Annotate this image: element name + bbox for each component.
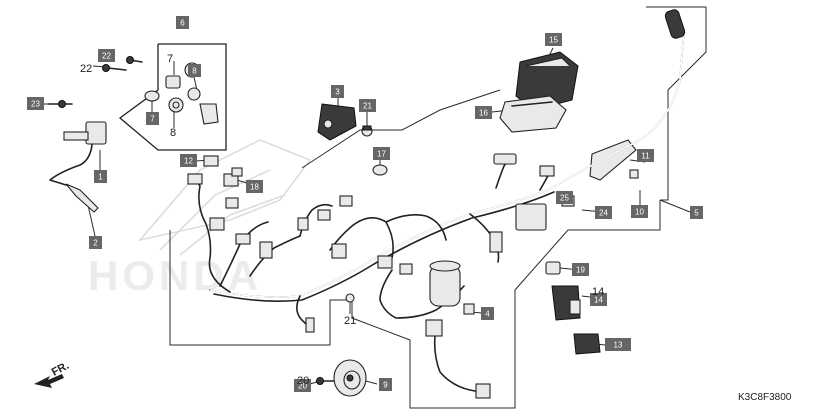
svg-text:10: 10 — [635, 208, 644, 217]
label-8: 8 — [170, 127, 176, 139]
svg-text:19: 19 — [576, 266, 585, 275]
horn-9 — [333, 359, 367, 397]
callout-22: 22 — [98, 49, 115, 62]
svg-text:4: 4 — [485, 310, 490, 319]
label-22: 22 — [80, 63, 92, 75]
callout-2: 2 — [89, 236, 102, 249]
svg-text:23: 23 — [31, 100, 40, 109]
callout-19: 19 — [572, 263, 589, 276]
bolt-23 — [47, 100, 73, 108]
svg-text:14: 14 — [594, 296, 603, 305]
clip-18 — [223, 167, 243, 187]
svg-text:5: 5 — [694, 209, 699, 218]
clip-12 — [203, 155, 219, 167]
bolt-21-top — [361, 125, 373, 137]
relay-14 — [551, 285, 581, 321]
ecu-holder-16 — [499, 95, 567, 133]
label-21: 21 — [344, 315, 356, 327]
svg-text:2: 2 — [93, 239, 98, 248]
main-wire-harness — [187, 9, 686, 399]
svg-text:12: 12 — [184, 157, 193, 166]
svg-text:20: 20 — [298, 382, 307, 391]
svg-text:3: 3 — [335, 88, 340, 97]
connector-19 — [545, 261, 561, 275]
callout-14: 14 — [590, 293, 607, 306]
svg-text:18: 18 — [250, 183, 259, 192]
svg-text:13: 13 — [614, 341, 623, 350]
relay-3 — [317, 103, 357, 141]
callout-13: 13 — [605, 338, 631, 351]
callout-6: 6 — [176, 16, 189, 29]
bolt-22 — [102, 56, 143, 72]
diagram-code: K3C8F3800 — [738, 392, 792, 403]
nut-17 — [372, 164, 388, 176]
callout-7-box: 7 — [146, 112, 159, 125]
callout-3: 3 — [331, 85, 344, 98]
grommet-7 — [144, 75, 181, 102]
callout-24: 24 — [595, 206, 612, 219]
ignition-coil — [49, 121, 107, 213]
callout-4: 4 — [481, 307, 494, 320]
svg-text:17: 17 — [377, 150, 386, 159]
callout-9: 9 — [379, 378, 392, 391]
callout-12: 12 — [180, 154, 197, 167]
label-7: 7 — [167, 53, 173, 65]
bolt-20 — [316, 377, 335, 385]
group-outlines — [118, 6, 707, 409]
svg-text:8: 8 — [192, 67, 197, 76]
svg-text:7: 7 — [150, 115, 155, 124]
callout-11: 11 — [637, 149, 654, 162]
callout-18: 18 — [246, 180, 263, 193]
callout-17: 17 — [373, 147, 390, 160]
callout-20-box: 20 — [294, 379, 311, 392]
callout-badges: 6 22 23 8 7 1 2 12 18 3 21 17 15 16 11 5… — [27, 16, 703, 392]
label-14: 14 — [592, 286, 604, 298]
svg-text:22: 22 — [102, 52, 111, 61]
bolt-21-bottom — [345, 293, 355, 303]
svg-text:24: 24 — [599, 209, 608, 218]
ecu-15 — [515, 51, 579, 111]
svg-text:16: 16 — [479, 109, 488, 118]
callout-10: 10 — [631, 205, 648, 218]
callout-1: 1 — [94, 170, 107, 183]
svg-text:11: 11 — [641, 152, 650, 161]
callout-15: 15 — [545, 33, 562, 46]
brand-watermark-text: HONDA — [88, 252, 262, 299]
callout-25: 25 — [556, 191, 573, 204]
svg-text:21: 21 — [363, 102, 372, 111]
callout-21-box: 21 — [359, 99, 376, 112]
callout-8-top: 8 — [188, 64, 201, 77]
svg-text:9: 9 — [383, 381, 388, 390]
connector-13 — [573, 333, 601, 355]
svg-text:15: 15 — [549, 36, 558, 45]
svg-text:25: 25 — [560, 194, 569, 203]
callout-23: 23 — [27, 97, 44, 110]
fuse-box-11 — [589, 139, 639, 181]
brand-watermark: HONDA — [88, 139, 312, 299]
front-direction-arrow: FR. — [34, 360, 71, 388]
callout-5: 5 — [690, 206, 703, 219]
svg-text:6: 6 — [180, 19, 185, 28]
label-20: 20 — [297, 375, 309, 387]
callout-16: 16 — [475, 106, 492, 119]
front-direction-label: FR. — [50, 360, 71, 379]
svg-text:1: 1 — [98, 173, 103, 182]
